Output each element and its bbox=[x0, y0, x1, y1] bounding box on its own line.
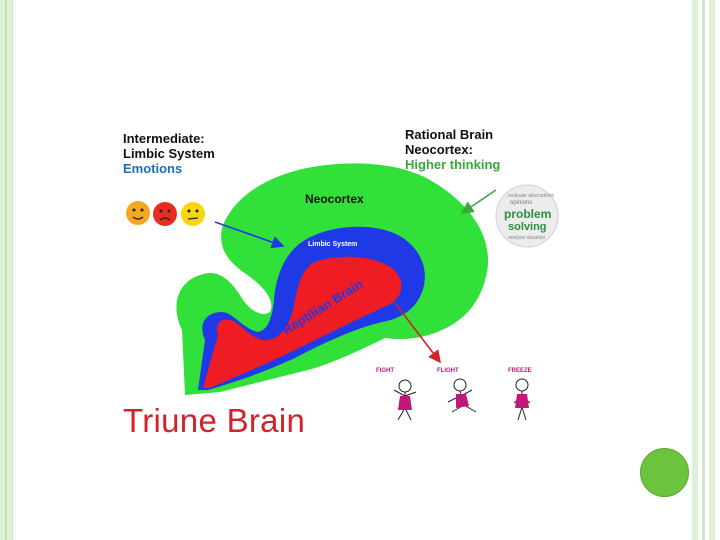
slide-right-border bbox=[690, 0, 720, 540]
emoji-happy bbox=[126, 201, 150, 225]
fight-label: FIGHT bbox=[376, 368, 394, 374]
svg-text:evaluate alternatives: evaluate alternatives bbox=[508, 193, 554, 199]
emotions-label: Emotions bbox=[123, 161, 183, 176]
fight-figure bbox=[393, 379, 417, 421]
neocortex-label: Neocortex bbox=[305, 192, 364, 206]
word-cloud-problem: problem bbox=[504, 207, 551, 221]
svg-text:analyze situation: analyze situation bbox=[508, 235, 545, 241]
slide-next-button[interactable] bbox=[640, 448, 689, 497]
rational-brain-heading: Rational Brain bbox=[405, 127, 494, 142]
triune-brain-diagram: Neocortex Limbic System Reptilian Brain … bbox=[126, 163, 559, 421]
neocortex-subheading: Neocortex: bbox=[405, 142, 473, 157]
flight-figure bbox=[447, 378, 477, 413]
emoji-sad bbox=[181, 202, 205, 226]
limbic-heading: Intermediate: bbox=[123, 131, 205, 146]
limbic-subheading: Limbic System bbox=[123, 146, 215, 161]
higher-thinking-label: Higher thinking bbox=[405, 157, 501, 172]
word-cloud-solving: solving bbox=[508, 221, 547, 233]
reptilian-arrow bbox=[394, 302, 441, 364]
reptilian-region bbox=[203, 256, 402, 388]
limbic-system-label: Limbic System bbox=[308, 241, 357, 248]
svg-text:opinions: opinions bbox=[510, 200, 532, 206]
neocortex-arrow bbox=[460, 189, 497, 214]
freeze-label: FREEZE bbox=[508, 368, 532, 374]
emoji-faces bbox=[126, 201, 205, 226]
diagram-title: Triune Brain bbox=[123, 402, 306, 439]
slide-left-border bbox=[0, 0, 13, 540]
problem-solving-word-cloud: evaluate alternatives opinions problem s… bbox=[495, 184, 559, 248]
freeze-figure bbox=[513, 378, 531, 421]
limbic-arrow bbox=[214, 221, 285, 249]
flight-label: FLIGHT bbox=[437, 368, 459, 374]
emoji-angry bbox=[153, 202, 177, 226]
